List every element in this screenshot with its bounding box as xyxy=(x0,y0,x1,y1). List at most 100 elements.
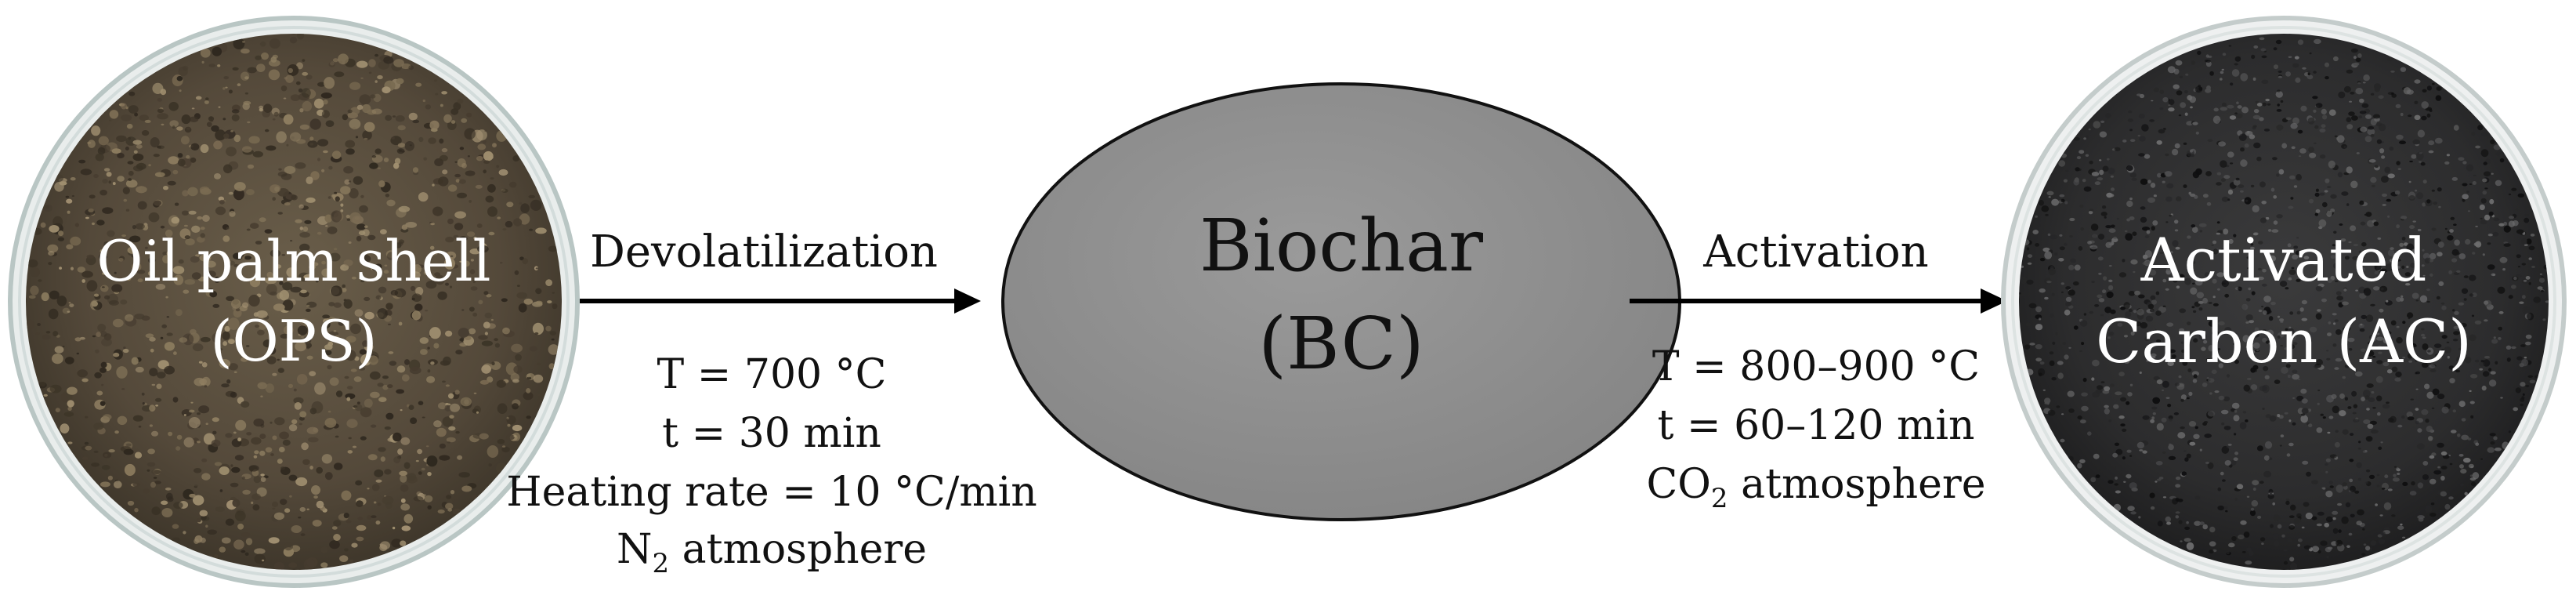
granule xyxy=(343,513,349,519)
granule xyxy=(2373,221,2379,227)
granule xyxy=(2341,516,2349,524)
granule xyxy=(172,397,179,403)
granule xyxy=(2065,286,2071,290)
granule xyxy=(2527,312,2534,321)
granule xyxy=(2229,115,2237,120)
granule xyxy=(415,459,419,462)
granule xyxy=(150,348,154,353)
granule xyxy=(2493,454,2500,458)
granule xyxy=(2317,309,2321,312)
granule xyxy=(76,352,80,355)
granule xyxy=(2426,85,2432,91)
granule xyxy=(2124,477,2128,481)
granule xyxy=(2488,368,2492,372)
granule xyxy=(2234,433,2237,436)
granule xyxy=(329,252,341,262)
granule xyxy=(2252,342,2260,349)
granule xyxy=(214,276,220,283)
granule xyxy=(2265,414,2271,419)
granule xyxy=(2520,238,2527,245)
granule xyxy=(2238,286,2242,292)
granule xyxy=(2238,184,2245,189)
granule xyxy=(414,303,423,311)
granule xyxy=(343,548,349,552)
granule xyxy=(440,103,443,107)
granule xyxy=(518,303,527,313)
granule xyxy=(2440,491,2447,497)
granule xyxy=(247,67,257,74)
granule xyxy=(2337,502,2343,506)
granule xyxy=(153,477,157,479)
granule xyxy=(205,97,209,101)
granule xyxy=(350,368,357,372)
granule xyxy=(329,540,340,550)
granule xyxy=(91,125,101,136)
granule xyxy=(442,169,448,175)
granule xyxy=(2288,524,2296,530)
granule xyxy=(147,270,154,276)
granule xyxy=(2162,496,2167,499)
granule xyxy=(364,122,375,132)
granule xyxy=(2370,303,2375,306)
granule xyxy=(233,431,237,434)
granule xyxy=(350,107,360,115)
granule xyxy=(2183,142,2187,145)
granule xyxy=(221,537,231,544)
granule xyxy=(2214,390,2220,394)
granule xyxy=(290,132,302,142)
granule xyxy=(176,434,183,440)
granule xyxy=(2340,238,2346,242)
granule xyxy=(464,128,476,140)
granule xyxy=(2440,466,2448,470)
granule xyxy=(2142,227,2150,231)
granule xyxy=(155,284,166,290)
granule xyxy=(2208,345,2214,352)
granule xyxy=(2353,419,2360,423)
granule xyxy=(2364,136,2372,143)
granule xyxy=(2221,68,2224,71)
granule xyxy=(2183,450,2187,452)
granule xyxy=(2415,299,2419,302)
granule xyxy=(2422,89,2427,93)
granule xyxy=(428,137,436,144)
granule xyxy=(2139,136,2146,142)
granule xyxy=(277,459,283,464)
granule xyxy=(2211,245,2214,246)
granule xyxy=(2052,341,2056,345)
granule xyxy=(2243,384,2250,392)
granule xyxy=(233,371,237,373)
granule xyxy=(2334,135,2338,138)
granule xyxy=(2187,321,2191,325)
granule xyxy=(2297,39,2304,45)
granule xyxy=(2480,458,2484,460)
granule xyxy=(2387,215,2390,218)
granule xyxy=(199,186,210,193)
granule xyxy=(2420,333,2426,337)
granule xyxy=(499,262,503,264)
granule xyxy=(162,255,171,263)
granule xyxy=(2441,406,2449,414)
granule xyxy=(2118,372,2125,377)
granule xyxy=(260,477,266,482)
granule xyxy=(2246,547,2252,552)
granule xyxy=(2374,165,2379,168)
granule xyxy=(2416,443,2425,450)
granule xyxy=(362,130,372,140)
granule xyxy=(374,53,379,57)
granule xyxy=(2202,194,2209,198)
granule xyxy=(2313,109,2317,113)
granule xyxy=(2395,372,2402,378)
granule xyxy=(2312,96,2318,100)
granule xyxy=(244,256,251,260)
granule xyxy=(128,178,132,181)
granule xyxy=(2224,293,2230,298)
granule xyxy=(2302,460,2309,465)
granule xyxy=(2277,414,2281,418)
granule xyxy=(285,74,294,83)
granule xyxy=(2317,550,2321,554)
granule xyxy=(2325,488,2332,491)
granule xyxy=(477,245,489,253)
granule xyxy=(2228,238,2234,245)
granule xyxy=(166,332,173,336)
granule xyxy=(283,97,287,100)
